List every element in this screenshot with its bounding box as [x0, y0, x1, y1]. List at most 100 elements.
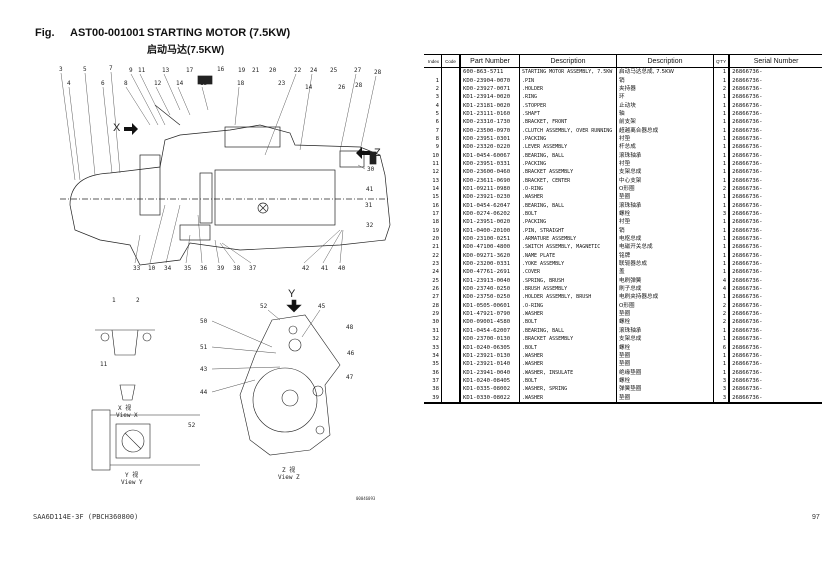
row-description-cn: 螺栓 [616, 343, 714, 352]
svg-text:X 视: X 视 [118, 404, 131, 412]
callout-labels-main: 3 4 5 6 7 8 9 11 12 13 14 15 16 17 18 19… [59, 65, 382, 272]
svg-text:30: 30 [367, 166, 375, 173]
row-description-cn: 电磁开关总成 [616, 243, 714, 252]
row-part-number: KD1-23111-0160 [460, 109, 520, 119]
row-qty: 1 [713, 159, 731, 169]
row-serial-number: 26866736- [732, 344, 763, 351]
row-index: 38 [424, 385, 442, 394]
row-description-en: .WASHER, INSULATE [519, 368, 617, 377]
row-index: 16 [424, 201, 442, 210]
row-qty: 1 [713, 251, 731, 260]
row-qty: 1 [713, 218, 731, 227]
row-description-en: .HOLDER [519, 84, 617, 94]
row-part-number: KD0-23500-0970 [460, 126, 520, 135]
row-code [441, 209, 461, 219]
svg-text:47: 47 [346, 374, 354, 381]
row-serial-number: 26866736- [732, 177, 763, 184]
row-part-number: KD1-23914-0020 [460, 93, 520, 102]
row-code [441, 335, 461, 344]
row-part-number: KD0-23904-0070 [460, 76, 520, 85]
row-index: 23 [424, 259, 442, 269]
row-description-cn: 电刷弹簧 [616, 276, 714, 285]
row-index: 7 [424, 126, 442, 135]
svg-text:52: 52 [260, 303, 268, 310]
row-description-cn: 衬垫 [616, 159, 714, 169]
row-description-cn: 垫圈 [616, 193, 714, 202]
row-code [441, 76, 461, 85]
row-serial-number: 26866736- [732, 252, 763, 259]
header-serial-number: Serial Number [729, 54, 823, 68]
row-code [441, 368, 461, 377]
svg-text:Y: Y [288, 288, 296, 300]
row-qty: 1 [713, 226, 731, 235]
row-part-number: KD1-0240-08405 [460, 376, 520, 386]
row-qty: 3 [713, 385, 731, 394]
svg-text:8: 8 [124, 80, 128, 87]
row-code [441, 151, 461, 160]
row-code [441, 276, 461, 285]
row-qty: 1 [713, 193, 731, 202]
row-qty: 2 [713, 309, 731, 319]
row-part-number: KD1-09211-0980 [460, 184, 520, 194]
row-qty: 1 [713, 76, 731, 85]
row-description-cn: 铭牌 [616, 251, 714, 260]
row-part-number: KD1-0505-00601 [460, 301, 520, 310]
svg-text:22: 22 [294, 67, 302, 74]
row-code [441, 201, 461, 210]
row-serial-number: 26866736- [732, 369, 763, 376]
row-description-en: .NAME PLATE [519, 251, 617, 260]
svg-text:51: 51 [200, 344, 208, 351]
svg-text:6: 6 [101, 80, 105, 87]
drawing-id: 00046093 [356, 496, 376, 501]
row-qty: 1 [713, 201, 731, 210]
row-part-number: KD1-0454-60067 [460, 151, 520, 160]
row-qty: 1 [713, 268, 731, 277]
row-description-cn: 刷子总成 [616, 284, 714, 294]
header-qty: Q'TY [713, 54, 731, 68]
row-serial-number: 26866736- [732, 336, 763, 343]
svg-text:13: 13 [162, 67, 170, 74]
row-index: 9 [424, 143, 442, 152]
row-description-en: .PACKING [519, 218, 617, 227]
row-part-number: KD0-23700-0130 [460, 335, 520, 344]
row-qty: 1 [713, 234, 731, 244]
starting-motor-drawing: X Z 3 4 5 6 7 8 9 11 12 13 14 15 16 17 1… [59, 65, 391, 486]
svg-text:26: 26 [338, 84, 346, 91]
row-description-en: .YOKE ASSEMBLY [519, 259, 617, 269]
row-description-cn: 杆总成 [616, 143, 714, 152]
row-qty: 2 [713, 184, 731, 194]
row-index: 24 [424, 268, 442, 277]
row-description-en: .O-RING [519, 184, 617, 194]
row-description-en: .BEARING, BALL [519, 201, 617, 210]
svg-text:37: 37 [249, 265, 257, 272]
svg-text:1: 1 [112, 297, 116, 304]
row-part-number: KD1-0330-08022 [460, 393, 520, 404]
row-description-cn: 弹簧垫圈 [616, 385, 714, 394]
row-code [441, 309, 461, 319]
row-description-cn: 轴 [616, 109, 714, 119]
row-part-number: KD1-23941-0040 [460, 368, 520, 377]
row-index: 17 [424, 209, 442, 219]
figure-label: Fig. [35, 27, 55, 39]
row-part-number: KD0-23611-0690 [460, 176, 520, 185]
header-part-number: Part Number [460, 54, 520, 68]
row-part-number: KD1-0454-62047 [460, 201, 520, 210]
svg-text:39: 39 [217, 265, 225, 272]
row-serial-number: 26866736- [732, 119, 763, 126]
row-part-number: 600-863-5711 [460, 67, 520, 77]
row-qty: 3 [713, 393, 731, 404]
row-part-number: KD1-23921-0140 [460, 360, 520, 369]
row-description-en: .WASHER [519, 351, 617, 361]
svg-text:Z 视: Z 视 [282, 466, 295, 474]
svg-text:28: 28 [355, 82, 363, 89]
row-serial-number: 26866736- [732, 169, 763, 176]
row-description-cn: 垫圈 [616, 351, 714, 361]
